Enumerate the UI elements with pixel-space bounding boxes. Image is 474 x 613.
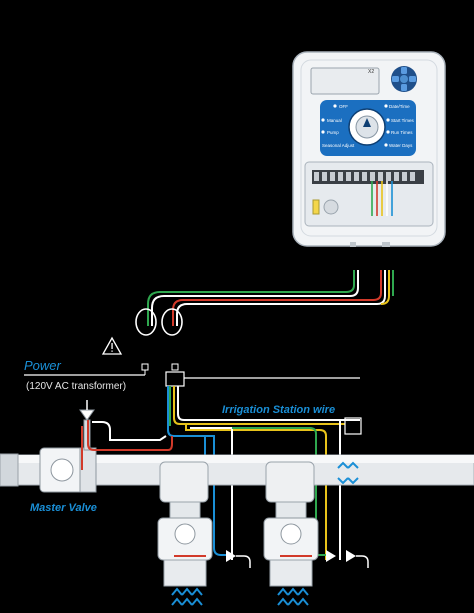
button-label-waterdays: Water Days [389, 143, 413, 148]
terminal-strip [312, 170, 424, 184]
controller-unit: X2 OFF Manual Pump Seasonal Adjust Date/… [292, 51, 446, 247]
controller-cable [147, 270, 394, 326]
wire-loop-right [161, 308, 183, 336]
button-label-manual: Manual [327, 118, 342, 123]
tee-fitting-1 [159, 461, 209, 503]
button-label-starttimes: Start Times [391, 118, 415, 123]
button-label-off: OFF [339, 104, 348, 109]
button-label-pump: Pump [327, 130, 339, 135]
tee-fitting-2 [265, 461, 315, 503]
master-valve-label: Master Valve [30, 502, 97, 514]
zone-valve-2 [263, 517, 319, 587]
button-label-runtimes: Run Times [391, 130, 413, 135]
controller-model: X2 [368, 69, 374, 75]
power-terminal [141, 363, 149, 371]
button-label-seasonal: Seasonal Adjust [322, 143, 355, 148]
transformer-label: (120V AC transformer) [26, 381, 127, 392]
power-label: Power [24, 358, 61, 373]
water-flow-icon [171, 587, 203, 606]
dpad-icon[interactable] [391, 66, 417, 92]
water-flow-icon [277, 587, 309, 606]
water-flow-icon [337, 461, 359, 485]
program-dial[interactable] [348, 108, 386, 146]
zone-valve-1 [157, 517, 213, 587]
irrigation-wire-label: Irrigation Station wire [222, 404, 336, 416]
junction-box [165, 371, 185, 387]
wire-loop-left [135, 308, 157, 336]
button-label-datetime: Date/Time [389, 104, 410, 109]
warning-triangle-icon [101, 336, 123, 355]
station-terminal [344, 417, 362, 435]
lcd-screen [310, 67, 380, 95]
